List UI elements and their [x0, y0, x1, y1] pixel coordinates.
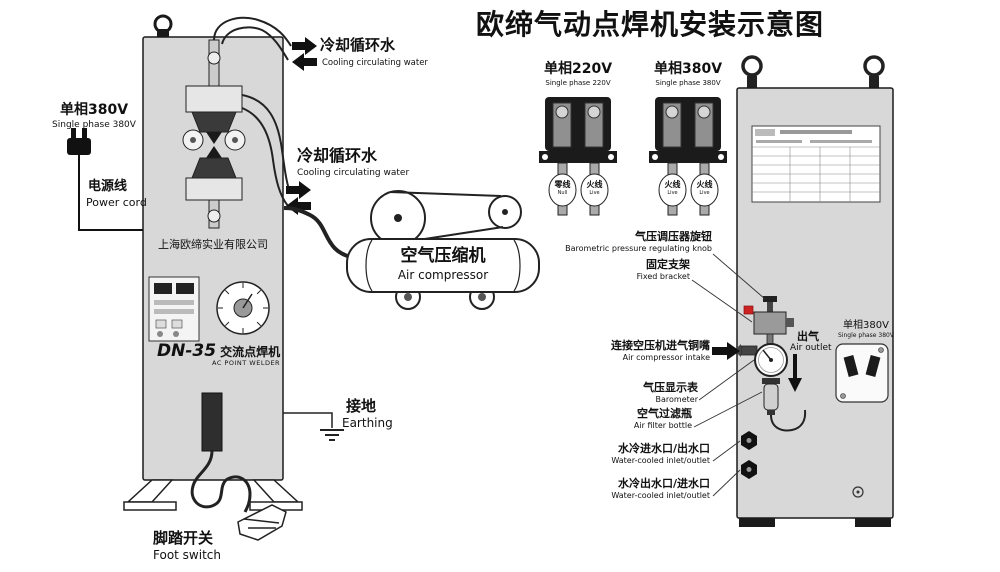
callout-barometer-cn: 气压显示表: [643, 381, 698, 394]
callout-water-inlet: 水冷进水口/出水口 Water-cooled inlet/outlet: [582, 442, 710, 465]
callout-leaders: [691, 253, 766, 497]
callout-air-filter: 空气过滤瓶 Air filter bottle: [602, 407, 692, 430]
water-inlet-fitting: [741, 431, 757, 450]
air-outlet-arrow: [788, 354, 802, 392]
callout-water2-en: Water-cooled inlet/outlet: [611, 490, 710, 500]
wire-label-live-3: 火线 Live: [691, 180, 718, 196]
wire-label-live-2: 火线 Live: [659, 180, 686, 196]
left-power-label-cn: 单相380V: [59, 102, 129, 118]
wire-live2-cn: 火线: [664, 180, 681, 189]
wire-live1-en: Live: [589, 190, 600, 196]
rotary-dial: [216, 281, 270, 335]
nameplate: [751, 125, 881, 203]
power-cord-label-cn: 电源线: [88, 179, 128, 194]
callout-filter-cn: 空气过滤瓶: [637, 407, 692, 420]
intake-nozzle: [740, 345, 758, 356]
earthing-label-cn: 接地: [346, 397, 377, 415]
wire-label-null: 零线 Null: [549, 180, 576, 196]
callout-intake-en: Air compressor intake: [622, 352, 710, 362]
foot-switch-label-cn: 脚踏开关: [153, 529, 214, 547]
air-outlet-label-cn: 出气: [797, 330, 819, 343]
cooling-water-top-label-en: Cooling circulating water: [322, 58, 428, 68]
power-plug: [67, 128, 143, 231]
callout-bracket-en: Fixed bracket: [636, 271, 690, 281]
compressor-label-en: Air compressor: [397, 268, 489, 282]
model-type-en: AC POINT WELDER: [212, 359, 281, 367]
wire-live2-en: Live: [667, 190, 678, 196]
pedestal: [201, 392, 223, 452]
cooling-water-mid-label-cn: 冷却循环水: [297, 146, 378, 165]
power-socket: [835, 343, 889, 403]
intake-callout-arrow: [712, 342, 740, 360]
wire-null-cn: 零线: [554, 180, 571, 189]
model-type-cn: 交流点焊机: [220, 345, 281, 359]
callout-water2-cn: 水冷出水口/进水口: [617, 477, 710, 490]
control-panel: [148, 276, 200, 342]
page-title: 欧缔气动点焊机安装示意图: [475, 8, 824, 41]
callout-regulator-knob: 气压调压器旋钮 Barometric pressure regulating k…: [540, 230, 712, 253]
wire-live3-en: Live: [699, 190, 710, 196]
wire-null-en: Null: [557, 190, 568, 196]
power-cord-label-en: Power cord: [86, 196, 147, 209]
compressor-pipe: [283, 206, 356, 260]
cooling-water-top-label-cn: 冷却循环水: [320, 36, 396, 54]
model-number: DN-35: [157, 341, 217, 361]
plug-380v: [649, 97, 727, 216]
plug-220v: [539, 97, 617, 216]
earthing-symbol: [283, 412, 344, 441]
earthing-label-en: Earthing: [342, 416, 393, 430]
cooling-water-mid-label-en: Cooling circulating water: [297, 168, 410, 178]
left-power-label-en: Single phase 380V: [52, 120, 136, 130]
welding-head: [182, 39, 246, 229]
air-filter-bottle: [763, 383, 779, 411]
right-power-label-cn: 单相380V: [843, 320, 889, 331]
plug-380v-label-cn: 单相380V: [653, 61, 723, 77]
callout-regulator-en: Barometric pressure regulating knob: [565, 243, 712, 253]
air-outlet-label-en: Air outlet: [790, 343, 832, 353]
cooling-flow-arrows: [286, 37, 317, 215]
foot-switch-label-en: Foot switch: [153, 548, 221, 562]
callout-regulator-cn: 气压调压器旋钮: [635, 230, 712, 243]
callout-water1-cn: 水冷进水口/出水口: [617, 442, 710, 455]
water-outlet-fitting: [741, 460, 757, 479]
plug-380v-label-en: Single phase 380V: [655, 79, 721, 87]
company-name: 上海欧缔实业有限公司: [158, 238, 268, 251]
callout-water-outlet: 水冷出水口/进水口 Water-cooled inlet/outlet: [582, 477, 710, 500]
callout-water1-en: Water-cooled inlet/outlet: [611, 455, 710, 465]
callout-barometer: 气压显示表 Barometer: [608, 381, 698, 404]
callout-filter-en: Air filter bottle: [633, 420, 692, 430]
right-power-label-en: Single phase 380V: [838, 332, 894, 339]
callout-fixed-bracket: 固定支架 Fixed bracket: [598, 258, 690, 281]
air-compressor: [283, 190, 540, 310]
callout-intake-cn: 连接空压机进气铜嘴: [611, 339, 710, 352]
plug-220v-label-cn: 单相220V: [543, 61, 613, 77]
callout-barometer-en: Barometer: [655, 394, 698, 404]
compressor-label-cn: 空气压缩机: [400, 246, 486, 266]
callout-compressor-intake: 连接空压机进气铜嘴 Air compressor intake: [550, 339, 710, 362]
welder-machine: [67, 14, 344, 541]
wire-live3-cn: 火线: [696, 180, 713, 189]
welder-back-panel: [691, 55, 894, 527]
pressure-regulator: [734, 296, 807, 432]
callout-bracket-cn: 固定支架: [646, 258, 690, 271]
cooling-tubes: [213, 16, 292, 207]
machine-legs: [123, 479, 303, 511]
foot-switch-pedal: [237, 504, 287, 541]
foot-switch-cable: [190, 450, 252, 513]
drain-screw: [852, 486, 864, 498]
plug-220v-label-en: Single phase 220V: [545, 79, 611, 87]
wire-label-live-1: 火线 Live: [581, 180, 608, 196]
wire-live1-cn: 火线: [586, 180, 603, 189]
